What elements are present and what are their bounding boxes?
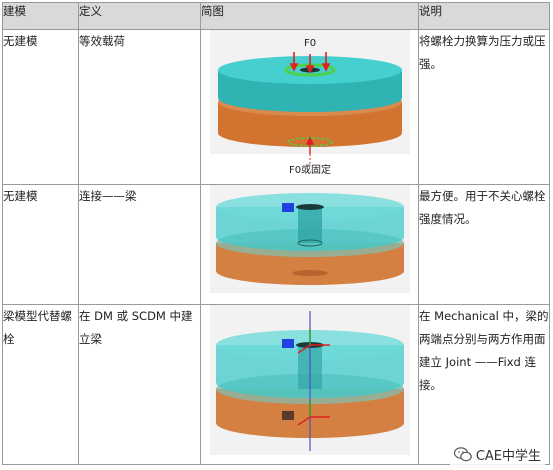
watermark-text: CAE中学生 [475, 449, 541, 464]
cell-note: 将螺栓力换算为压力或压强。 [418, 29, 550, 185]
label-force-top: F0 [303, 38, 315, 49]
cell-definition: 在 DM 或 SCDM 中建立梁 [78, 304, 201, 465]
equivalent-load-diagram: F0 F0或固定 [209, 30, 410, 176]
cell-diagram: F0 F0或固定 [200, 29, 419, 185]
wechat-icon [453, 447, 472, 462]
header-note: 说明 [418, 2, 550, 30]
cell-note: 最方便。用于不关心螺栓强度情况。 [418, 184, 550, 305]
cell-model: 无建模 [2, 29, 79, 185]
beam-model-diagram [209, 305, 410, 455]
cell-note: 在 Mechanical 中，梁的两端点分别与两方作用面建立 Joint ——F… [418, 304, 550, 465]
table-row: 梁模型代替螺栓 在 DM 或 SCDM 中建立梁 [2, 304, 550, 465]
cell-definition: 等效载荷 [78, 29, 201, 185]
watermark: CAE中学生 [449, 443, 545, 466]
header-model: 建模 [2, 2, 79, 30]
label-force-bottom: F0或固定 [288, 163, 330, 176]
cell-definition: 连接——梁 [78, 184, 201, 305]
table-row: 无建模 连接——梁 最方便。用于不关心螺栓强度情况。 [2, 184, 550, 305]
cell-model: 无建模 [2, 184, 79, 305]
header-definition: 定义 [78, 2, 201, 30]
table-row: 无建模 等效载荷 [2, 29, 550, 185]
header-diagram: 简图 [200, 2, 419, 30]
cell-diagram [200, 184, 419, 305]
table-header-row: 建模 定义 简图 说明 [2, 2, 550, 30]
cell-model: 梁模型代替螺栓 [2, 304, 79, 465]
cell-diagram [200, 304, 419, 465]
beam-connection-diagram [209, 185, 410, 293]
comparison-table: 建模 定义 简图 说明 无建模 等效载荷 [2, 2, 550, 465]
